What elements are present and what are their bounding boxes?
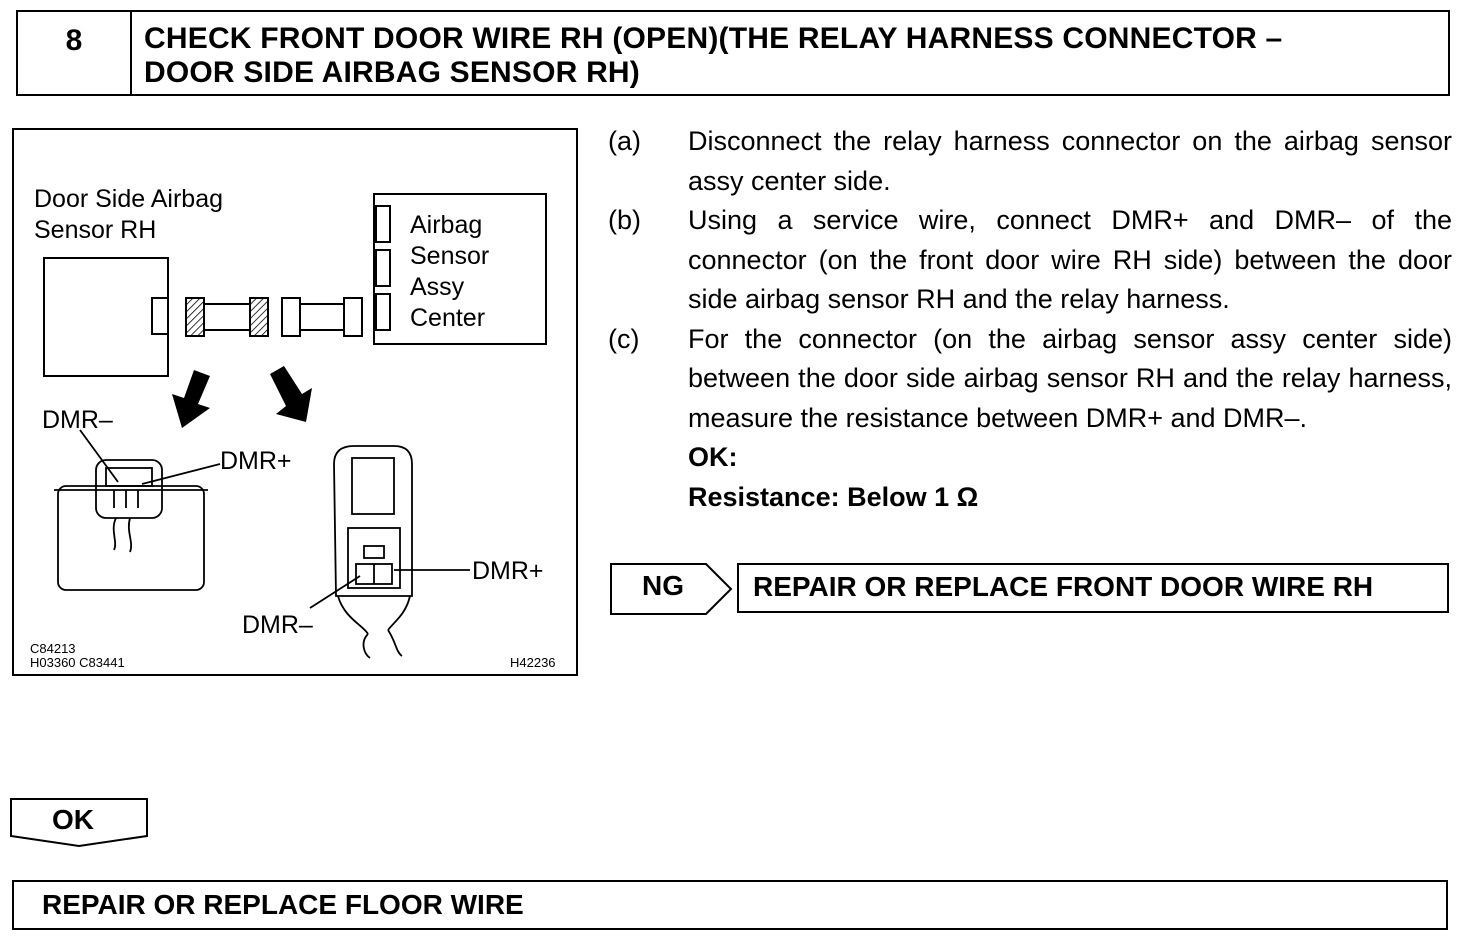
ok-spec-label: OK: bbox=[688, 442, 738, 472]
dmr-minus-right-label: DMR– bbox=[242, 611, 313, 639]
figure-code-right: H42236 bbox=[510, 655, 556, 670]
left-connector-detail bbox=[54, 429, 221, 591]
step-title: CHECK FRONT DOOR WIRE RH (OPEN)(THE RELA… bbox=[132, 12, 1448, 94]
step-title-line1: CHECK FRONT DOOR WIRE RH (OPEN)(THE RELA… bbox=[144, 22, 1283, 55]
ok-tag-label: OK bbox=[52, 804, 94, 835]
step-a-label: (a) bbox=[608, 126, 641, 156]
step-b-label: (b) bbox=[608, 205, 641, 235]
plain-connector-right bbox=[343, 297, 363, 337]
wiring-diagram-art bbox=[43, 193, 547, 659]
right-connector-detail bbox=[309, 445, 470, 659]
ng-tag-shape bbox=[610, 563, 733, 615]
step-a: (a) Disconnect the relay harness connect… bbox=[608, 122, 1452, 201]
step-b-text: Using a service wire, connect DMR+ and D… bbox=[688, 205, 1452, 314]
ok-tag[interactable]: OK bbox=[10, 798, 150, 853]
step-header: 8 CHECK FRONT DOOR WIRE RH (OPEN)(THE RE… bbox=[16, 10, 1450, 96]
hatched-connector-left bbox=[185, 297, 205, 337]
ok-spec-value: Resistance: Below 1 Ω bbox=[688, 481, 979, 512]
center-label: Airbag Sensor Assy Center bbox=[410, 211, 490, 332]
sensor-rh-port bbox=[151, 297, 169, 335]
instruction-steps: (a) Disconnect the relay harness connect… bbox=[608, 122, 1452, 517]
ng-tag-label: NG bbox=[642, 570, 684, 601]
step-number: 8 bbox=[18, 12, 132, 94]
step-a-text: Disconnect the relay harness connector o… bbox=[688, 126, 1452, 196]
step-b: (b) Using a service wire, connect DMR+ a… bbox=[608, 201, 1452, 320]
step-c: (c) For the connector (on the airbag sen… bbox=[608, 320, 1452, 439]
ng-action-box: REPAIR OR REPLACE FRONT DOOR WIRE RH bbox=[737, 563, 1449, 613]
ng-tag[interactable]: NG bbox=[610, 563, 734, 620]
down-arrows bbox=[172, 366, 312, 428]
sensor-rh-label: Door Side Airbag Sensor RH bbox=[34, 185, 224, 244]
figure-codes-left: C84213 H03360 C83441 bbox=[30, 641, 125, 670]
dmr-plus-right-label: DMR+ bbox=[472, 557, 544, 585]
plain-connector-left bbox=[281, 297, 301, 337]
wiring-diagram: Door Side Airbag Sensor RH Airbag Sensor… bbox=[12, 128, 578, 676]
arrow-right bbox=[270, 366, 312, 422]
ok-tag-shape bbox=[10, 798, 148, 848]
sensor-rh-box bbox=[43, 257, 169, 377]
ok-spec-block: OK: Resistance: Below 1 Ω bbox=[688, 438, 1452, 517]
hatched-connector-right bbox=[249, 297, 269, 337]
center-box bbox=[373, 193, 547, 345]
dmr-plus-left-label: DMR+ bbox=[220, 447, 292, 475]
dmr-minus-left-label: DMR– bbox=[42, 406, 113, 434]
step-c-text: For the connector (on the airbag sensor … bbox=[688, 323, 1452, 433]
arrow-left bbox=[172, 370, 210, 428]
step-title-line2: DOOR SIDE AIRBAG SENSOR RH) bbox=[144, 56, 640, 89]
ok-action-box: REPAIR OR REPLACE FLOOR WIRE bbox=[12, 880, 1448, 930]
step-c-label: (c) bbox=[608, 323, 640, 354]
